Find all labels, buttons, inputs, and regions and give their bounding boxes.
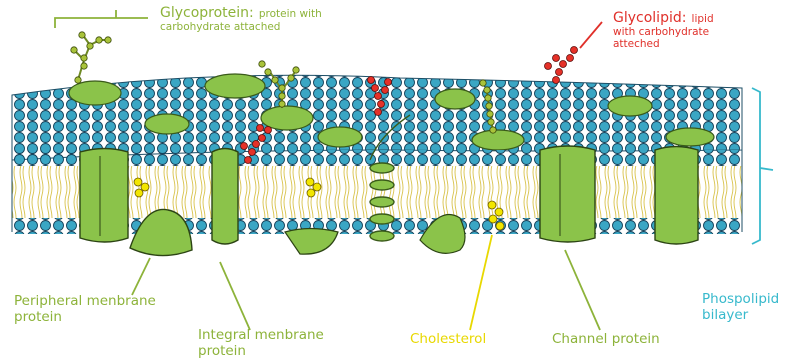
phospholipid-label: Phospolipid bilayer	[702, 292, 779, 323]
integral-protein-label: Integral menbrane protein	[198, 328, 324, 359]
glycoprotein-label: Glycoprotein: protein with carbohydrate …	[160, 3, 322, 33]
integral-line-2: protein	[198, 344, 324, 360]
channel-leader	[565, 250, 600, 330]
integral-leader	[220, 262, 250, 330]
surface-protein	[472, 130, 524, 150]
peripheral-line-2: protein	[14, 310, 156, 326]
surface-protein	[205, 74, 265, 98]
surface-protein	[666, 128, 714, 146]
large-protein-right	[655, 147, 698, 245]
phospholipid-line-1: Phospolipid	[702, 292, 779, 308]
integral-protein-body	[212, 149, 238, 245]
integral-line-1: Integral menbrane	[198, 328, 324, 344]
cholesterol-leader	[470, 235, 492, 330]
channel-protein-label: Channel protein	[552, 332, 660, 348]
surface-protein	[435, 89, 475, 109]
phospholipid-bracket	[752, 88, 773, 244]
phospholipid-line-2: bilayer	[702, 308, 779, 324]
glycolipid-leader	[580, 22, 602, 48]
surface-protein	[145, 114, 189, 134]
glycoprotein-title: Glycoprotein:	[160, 5, 254, 21]
glycolipid-desc-2: with carbohydrate	[613, 26, 714, 38]
surface-protein	[608, 96, 652, 116]
surface-protein	[69, 81, 121, 105]
glycolipid-label: Glycolipid: lipid with carbohydrate atte…	[613, 8, 714, 51]
channel-protein-right	[540, 146, 595, 242]
glycoprotein-bracket	[55, 10, 148, 28]
channel-protein-left	[80, 149, 128, 243]
peripheral-line-1: Peripheral menbrane	[14, 294, 156, 310]
cholesterol-label: Cholesterol	[410, 332, 486, 348]
peripheral-protein-label: Peripheral menbrane protein	[14, 294, 156, 325]
glycolipid-desc: lipid	[692, 13, 714, 25]
glycolipid-title: Glycolipid:	[613, 10, 686, 26]
peripheral-leader	[132, 258, 150, 295]
glycolipid-desc-3: atteched	[613, 38, 714, 50]
glycoprotein-desc-2: carbohydrate attached	[160, 21, 322, 33]
glycoprotein-desc: protein with	[259, 8, 322, 20]
surface-protein	[318, 127, 362, 147]
